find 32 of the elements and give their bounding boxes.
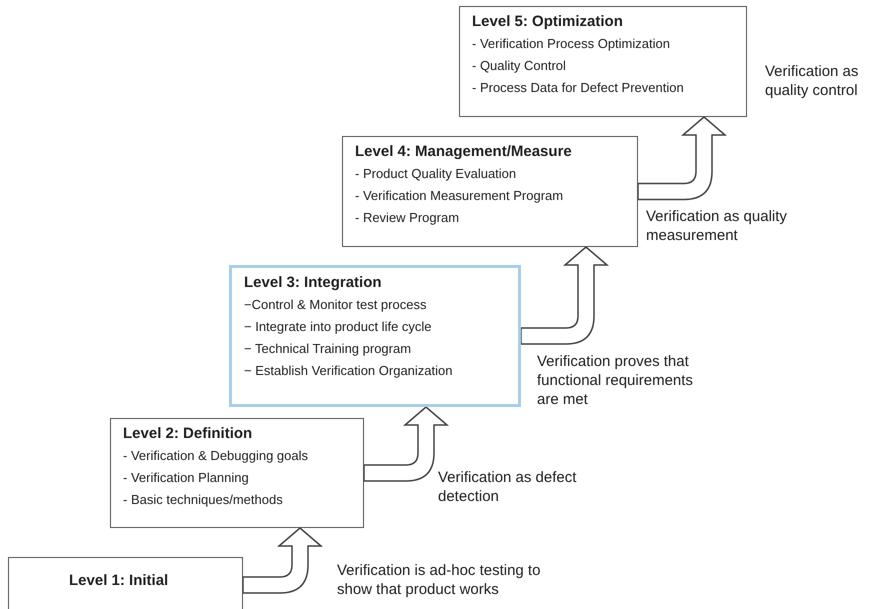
list-item: - Quality Control [472, 58, 567, 73]
level-box [342, 136, 638, 247]
list-item: − Establish Verification Organization [244, 363, 454, 378]
list-item: - Verification Process Optimization [472, 36, 671, 51]
annotation-text: Verification proves that functional requirements are met [537, 352, 694, 409]
annotation-text: Verification as defect detection [438, 468, 578, 506]
level-title: Level 3: Integration [244, 274, 383, 291]
level-box [8, 557, 243, 609]
level-title: Level 2: Definition [123, 425, 254, 442]
curved-block-arrow [363, 406, 448, 482]
annotation-text: Verification is ad-hoc testing to show that product works [337, 561, 542, 599]
curved-block-arrow [242, 527, 322, 594]
annotation-text: Verification as quality measurement [646, 207, 788, 245]
curved-block-arrow [637, 116, 726, 200]
curved-block-arrow [520, 246, 608, 345]
list-item: - Process Data for Defect Prevention [472, 80, 685, 95]
list-item: - Review Program [355, 210, 460, 225]
list-item: - Product Quality Evaluation [355, 166, 518, 181]
level-title: Level 5: Optimization [472, 13, 624, 30]
annotation-text: Verification as quality control [765, 62, 860, 100]
list-item: - Verification Planning [123, 470, 250, 485]
list-item: - Verification Measurement Program [355, 188, 564, 203]
list-item: - Verification & Debugging goals [123, 448, 310, 463]
level-box [229, 265, 521, 407]
list-item: − Integrate into product life cycle [244, 319, 433, 334]
level-title: Level 4: Management/Measure [355, 143, 573, 160]
list-item: - Basic techniques/methods [123, 492, 284, 507]
level-title: Level 1: Initial [69, 572, 170, 589]
list-item: −Control & Monitor test process [244, 297, 428, 312]
level-box [110, 418, 364, 528]
list-item: − Technical Training program [244, 341, 412, 356]
level-box [459, 6, 747, 117]
